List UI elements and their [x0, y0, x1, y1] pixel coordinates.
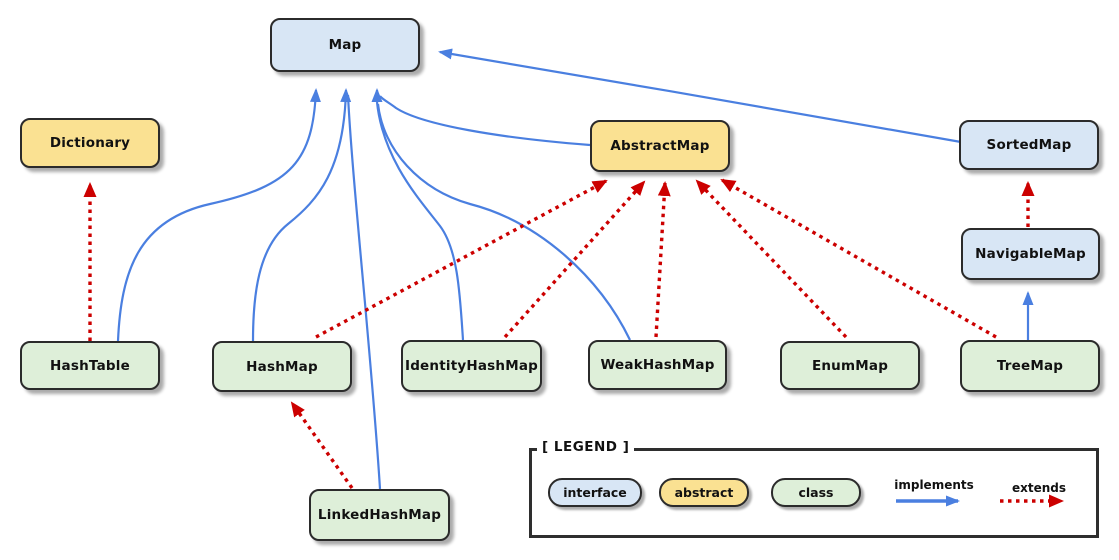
edge-identityhashmap-extends-abstractmap	[503, 180, 646, 339]
node-navigablemap: NavigableMap	[961, 228, 1100, 280]
legend-extends-label: extends	[1011, 481, 1067, 495]
edge-linkedhashmap-implements-map	[346, 94, 382, 490]
node-treemap: TreeMap	[960, 340, 1100, 392]
edge-linkedhashmap-extends-hashmap	[290, 401, 354, 489]
node-sortedmap: SortedMap	[959, 120, 1099, 170]
node-dictionary: Dictionary	[20, 118, 160, 168]
edge-weakhashmap-implements-map	[376, 103, 631, 341]
edge-hashmap-implements-map	[251, 88, 352, 342]
edge-hashmap-extends-abstractmap	[315, 179, 608, 339]
edge-enummap-extends-abstractmap	[695, 179, 848, 339]
legend-abstract-pill: abstract	[659, 478, 749, 507]
edge-weakhashmap-extends-abstractmap	[654, 181, 671, 338]
node-enummap: EnumMap	[780, 341, 920, 390]
legend-frame	[529, 448, 1099, 538]
node-hashtable: HashTable	[20, 341, 160, 390]
node-hashmap: HashMap	[212, 341, 352, 392]
edge-hashtable-implements-map	[116, 88, 321, 342]
node-linkedhashmap: LinkedHashMap	[309, 489, 450, 541]
edge-abstractmap-implements-map	[379, 95, 591, 147]
legend-implements-label: implements	[894, 478, 974, 492]
legend-class-pill: class	[771, 478, 861, 507]
node-map: Map	[270, 18, 420, 72]
node-identityhashmap: IdentityHashMap	[401, 340, 542, 392]
legend-interface-pill: interface	[548, 478, 642, 507]
legend-title: [ LEGEND ]	[537, 439, 635, 455]
edge-sortedmap-implements-map	[438, 48, 962, 144]
edge-identityhashmap-implements-map	[375, 101, 465, 341]
edge-treemap-extends-abstractmap	[720, 178, 997, 339]
node-abstractmap: AbstractMap	[590, 120, 730, 172]
node-weakhashmap: WeakHashMap	[588, 340, 727, 390]
